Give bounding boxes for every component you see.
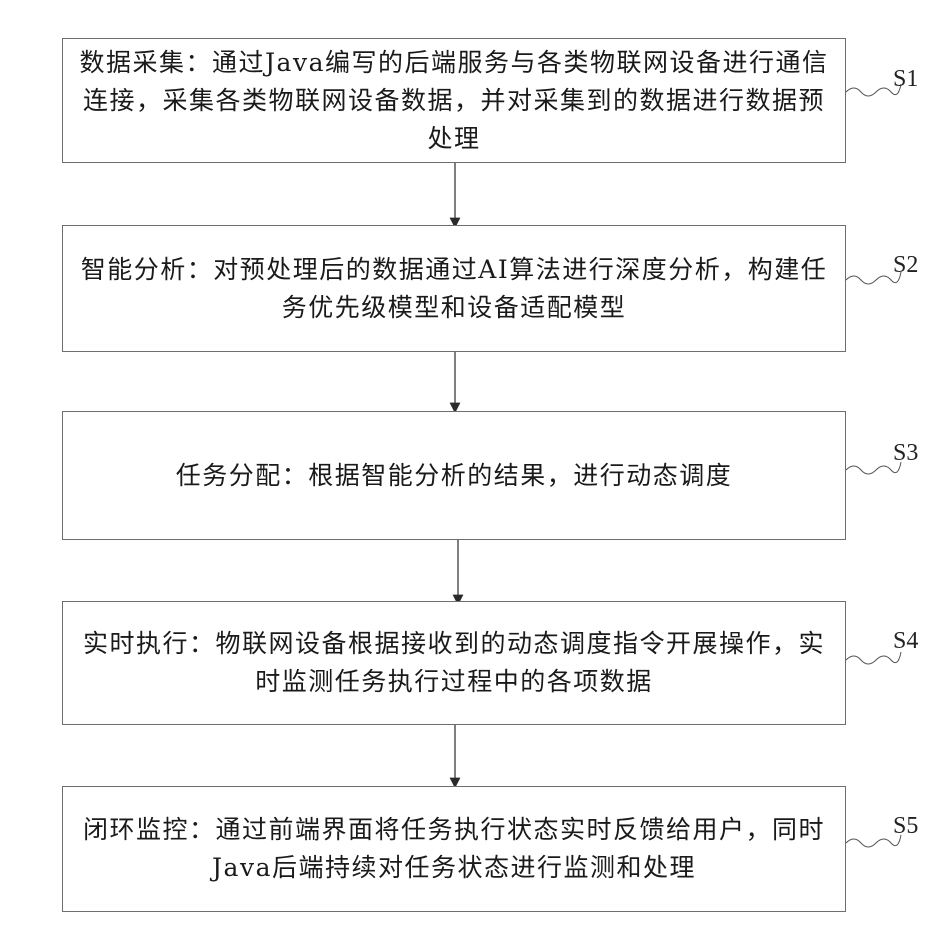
step-box-s2: 智能分析：对预处理后的数据通过AI算法进行深度分析，构建任务优先级模型和设备适配… [62,225,846,352]
step-box-s3: 任务分配：根据智能分析的结果，进行动态调度 [62,411,846,540]
step-box-s5: 闭环监控：通过前端界面将任务执行状态实时反馈给用户，同时Java后端持续对任务状… [62,786,846,912]
step-text-s4: 实时执行：物联网设备根据接收到的动态调度指令开展操作，实时监测任务执行过程中的各… [77,625,831,701]
step-text-s2: 智能分析：对预处理后的数据通过AI算法进行深度分析，构建任务优先级模型和设备适配… [77,251,831,327]
step-label-s5: S5 [893,813,918,840]
step-text-s5: 闭环监控：通过前端界面将任务执行状态实时反馈给用户，同时Java后端持续对任务状… [77,811,831,887]
step-box-s1: 数据采集：通过Java编写的后端服务与各类物联网设备进行通信连接，采集各类物联网… [62,38,846,163]
step-label-s1: S1 [893,66,918,93]
step-label-s4: S4 [893,628,918,655]
step-label-s3: S3 [893,440,918,467]
step-label-s2: S2 [893,252,918,279]
step-text-s1: 数据采集：通过Java编写的后端服务与各类物联网设备进行通信连接，采集各类物联网… [77,44,831,158]
step-text-s3: 任务分配：根据智能分析的结果，进行动态调度 [176,457,733,495]
step-box-s4: 实时执行：物联网设备根据接收到的动态调度指令开展操作，实时监测任务执行过程中的各… [62,601,846,725]
